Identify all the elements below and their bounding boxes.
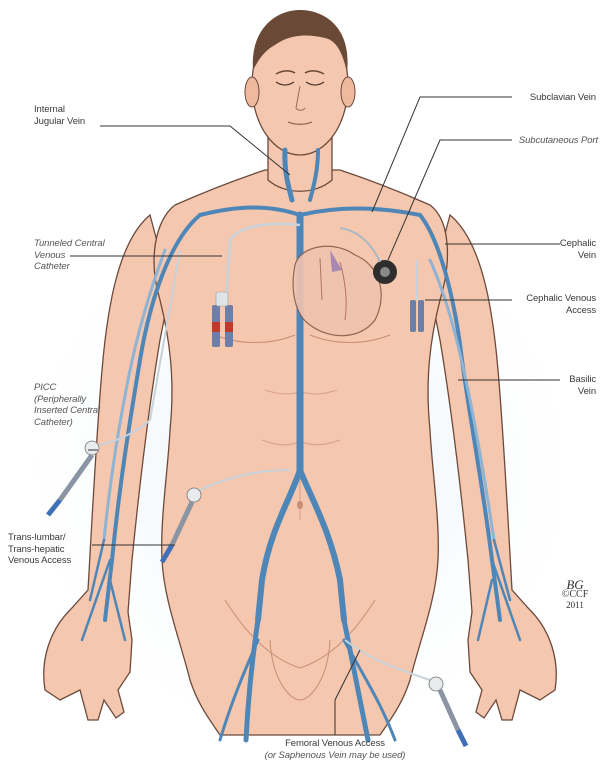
label-line: Vein [530, 250, 596, 262]
label-line: Access [500, 305, 596, 317]
label-line: Subcutaneous Port [470, 135, 598, 147]
label-note: (or Saphenous Vein may be used) [230, 750, 440, 762]
label-line: Venous Access [8, 555, 71, 567]
label-line: Cephalic Venous [500, 293, 596, 305]
signature-year: 2011 [555, 600, 595, 610]
label-tunneled-cvc: Tunneled Central Venous Catheter [34, 238, 105, 273]
label-line: Vein [540, 386, 596, 398]
label-line: Jugular Vein [34, 116, 85, 128]
label-line: PICC [34, 382, 100, 394]
label-line: Trans-hepatic [8, 544, 71, 556]
label-trans-lumbar: Trans-lumbar/ Trans-hepatic Venous Acces… [8, 532, 71, 567]
label-basilic-vein: Basilic Vein [540, 374, 596, 397]
label-line: Basilic [540, 374, 596, 386]
label-line: Femoral Venous Access [230, 738, 440, 750]
label-internal-jugular: Internal Jugular Vein [34, 104, 85, 127]
label-line: (Peripherally [34, 394, 100, 406]
artist-signature: BG ©CCF 2011 [555, 580, 595, 610]
signature-copyright: ©CCF [555, 590, 595, 600]
label-subclavian: Subclavian Vein [480, 92, 596, 104]
label-cephalic-vein: Cephalic Vein [530, 238, 596, 261]
label-line: Catheter [34, 261, 105, 273]
head [245, 10, 355, 191]
label-line: Internal [34, 104, 85, 116]
label-line: Cephalic [530, 238, 596, 250]
label-line: Trans-lumbar/ [8, 532, 71, 544]
label-picc: PICC (Peripherally Inserted Central Cath… [34, 382, 100, 428]
label-line: Venous [34, 250, 105, 262]
label-line: Subclavian Vein [480, 92, 596, 104]
label-cephalic-access: Cephalic Venous Access [500, 293, 596, 316]
label-line: Inserted Central [34, 405, 100, 417]
label-subcutaneous-port: Subcutaneous Port [470, 135, 598, 147]
label-line: Tunneled Central [34, 238, 105, 250]
label-line: Catheter) [34, 417, 100, 429]
label-femoral-access: Femoral Venous Access (or Saphenous Vein… [230, 738, 440, 761]
